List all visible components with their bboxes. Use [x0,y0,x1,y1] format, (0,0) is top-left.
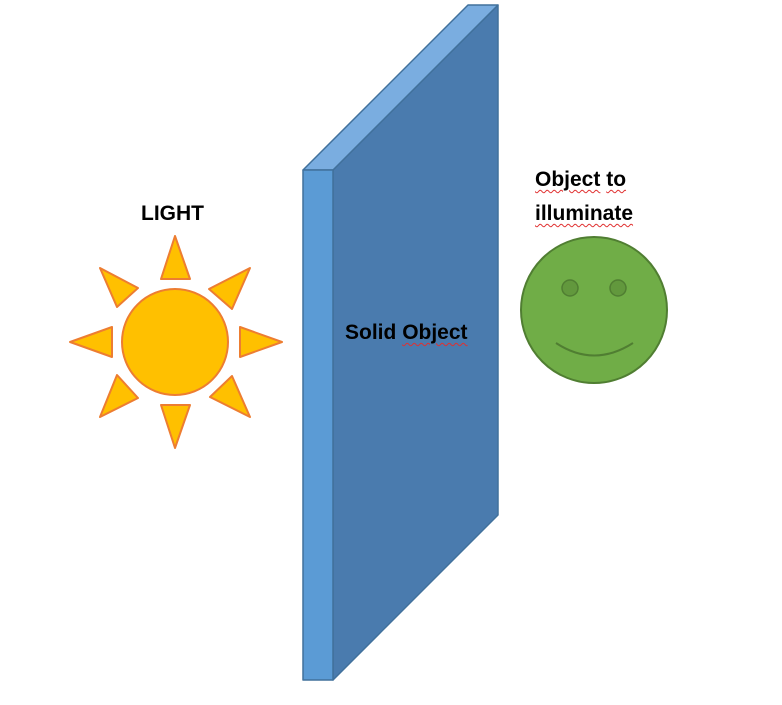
sun-ray-top-left [99,267,139,308]
sun-ray-left [69,326,113,358]
solid-label-word-2: Object [402,321,468,344]
sun-ray-bottom-right [209,375,251,418]
sun-disc [121,288,229,396]
solid-object-slab [302,4,499,681]
target-label-line-2: illuminate [535,197,633,231]
sun-ray-right [239,326,283,358]
sun-ray-bottom-left [99,374,139,418]
smile-mouth [555,342,634,357]
solid-object-label: Solid Object [345,316,468,350]
target-object-label: Object to illuminate [535,163,633,231]
right-eye [609,279,627,297]
sun-ray-top [160,235,191,280]
light-label-text: LIGHT [141,202,204,225]
solid-label-word-1: Solid [345,321,397,344]
light-label: LIGHT [141,197,204,231]
target-label-word-1: Object [535,168,601,191]
target-label-word-2: to [606,168,627,191]
target-label-word-3: illuminate [535,202,634,225]
sun-ray-top-right [208,267,251,310]
smiley-face-icon [520,236,668,384]
face-circle [520,236,668,384]
target-label-line-1: Object to [535,163,633,197]
sun-icon [69,235,283,449]
slab-front-face [302,169,334,681]
sun-ray-bottom [160,404,191,449]
left-eye [561,279,579,297]
